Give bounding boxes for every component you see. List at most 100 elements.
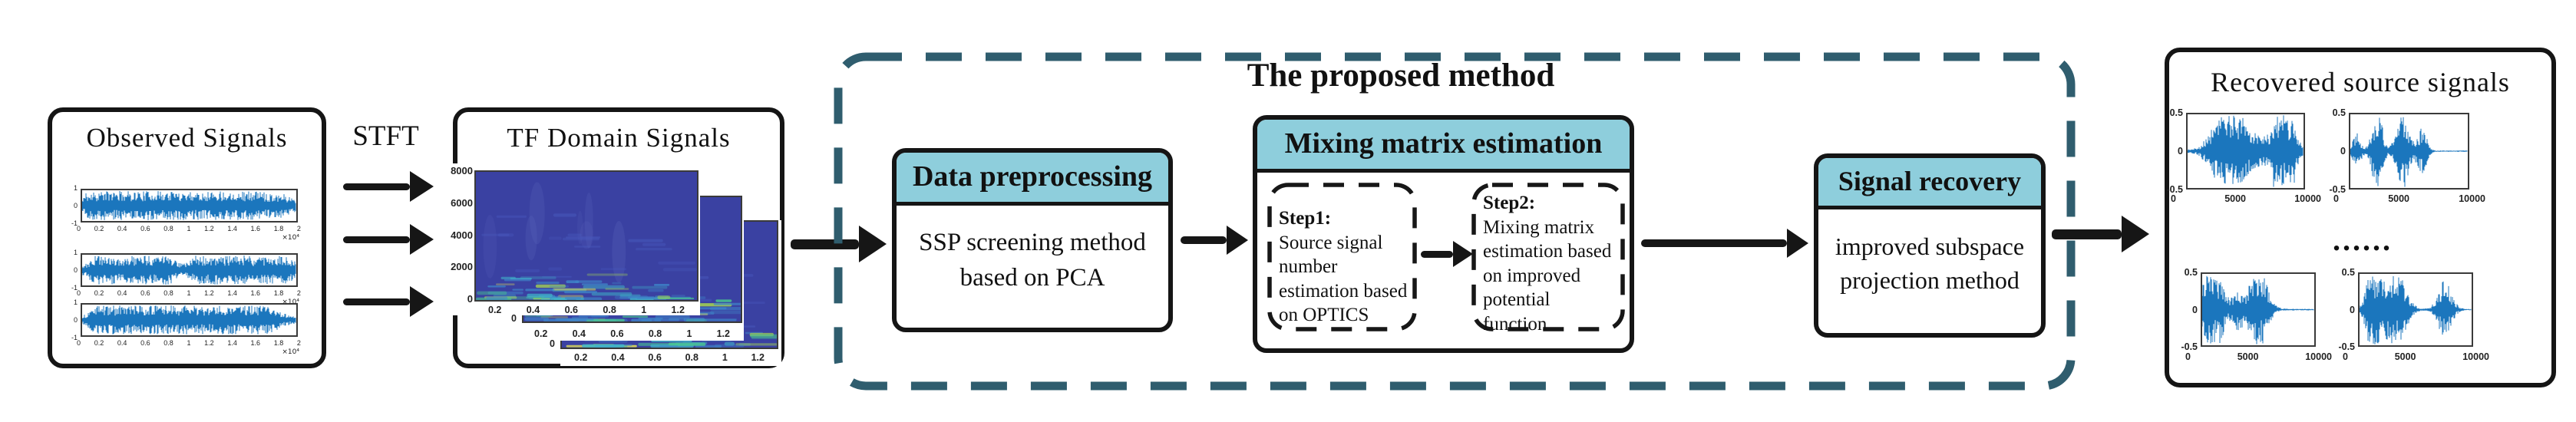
y-axis-ticks: 1 0 -1 — [58, 249, 78, 292]
tick-label: 1 — [187, 339, 191, 347]
tf-domain-title: TF Domain Signals — [507, 123, 731, 153]
step2-text: Mixing matrix estimation based on improv… — [1483, 216, 1612, 335]
arrow-head — [2122, 216, 2149, 252]
tick-label: -0.5 — [2166, 184, 2183, 195]
waveform — [82, 191, 296, 220]
waveform — [82, 305, 296, 335]
tick-label: 0.8 — [603, 305, 616, 315]
proposed-method-title: The proposed method — [1247, 58, 1555, 94]
tick-label: 1.2 — [671, 305, 685, 315]
tick-label: 1.4 — [227, 289, 237, 297]
tick-label: 0 — [2350, 304, 2355, 315]
tick-label: 0 — [73, 266, 78, 274]
tick-label: 5000 — [2237, 351, 2259, 362]
tick-label: 0.8 — [163, 339, 173, 347]
arrow-head — [410, 224, 434, 255]
recovered-waveform-plot-1 — [2186, 113, 2305, 190]
x-axis-scale: ×10⁴ — [282, 298, 299, 306]
observed-waveform-plot-2 — [81, 253, 298, 287]
tick-label: 0.8 — [648, 328, 662, 339]
ellipsis-dots: ...... — [2333, 223, 2393, 257]
waveform — [2350, 117, 2468, 187]
recovered-waveform-plot-4 — [2358, 272, 2473, 347]
observed-waveform-plot-1 — [81, 189, 298, 223]
waveform — [82, 256, 296, 285]
x-axis-scale: ×10⁴ — [282, 234, 299, 242]
tick-label: 4000 — [451, 229, 473, 241]
tick-label: 0.2 — [488, 305, 502, 315]
tick-label: 1 — [73, 184, 78, 192]
spectrogram-image — [476, 172, 697, 300]
step1-label: Step1: — [1279, 208, 1332, 229]
arrow-head — [1787, 229, 1808, 258]
tick-label: -1 — [71, 284, 78, 292]
data-preprocessing-header: Data preprocessing — [897, 153, 1168, 206]
tick-label: -0.5 — [2338, 341, 2355, 352]
tick-label: 0 — [77, 289, 81, 297]
tick-label: 0.5 — [2332, 107, 2346, 118]
tick-label: 10000 — [2305, 351, 2332, 362]
tick-label: 1.8 — [273, 225, 284, 232]
recovered-waveform-plot-2 — [2349, 113, 2469, 190]
tick-label: 5000 — [2388, 193, 2409, 204]
stft-arrow-2 — [343, 219, 434, 259]
tick-label: 0.8 — [163, 225, 173, 232]
tick-label: 0 — [77, 225, 81, 232]
tick-label: 0 — [2171, 193, 2176, 204]
tick-label: 0.4 — [611, 352, 625, 363]
tick-label: 0.4 — [526, 305, 540, 315]
arrow-head — [410, 286, 434, 317]
arrow-shaft — [1181, 236, 1227, 244]
arrow-shaft — [343, 183, 410, 190]
spectrogram-2-origin: 0 — [511, 313, 517, 324]
tick-label: 1.4 — [227, 339, 237, 347]
tick-label: 1.2 — [751, 352, 765, 363]
stft-arrow-3 — [343, 282, 434, 321]
tick-label: 0.2 — [534, 328, 548, 339]
tick-label: 0.6 — [140, 225, 150, 232]
arrow-head — [410, 171, 434, 202]
tick-label: 0.6 — [564, 305, 578, 315]
tick-label: 1 — [73, 249, 78, 256]
tick-label: 1 — [187, 225, 191, 232]
stft-arrow-1 — [343, 166, 434, 206]
signal-recovery-body: improved subspace projection method — [1835, 232, 2025, 295]
tick-label: 0.2 — [574, 352, 588, 363]
tick-label: 10000 — [2462, 351, 2489, 362]
recovery-to-output-arrow — [2052, 214, 2149, 254]
tick-label: -0.5 — [2181, 341, 2198, 352]
proposed-method-dashed-border — [834, 52, 2076, 391]
arrow-shaft — [1421, 250, 1453, 258]
recovered-waveform-plot-3 — [2201, 272, 2316, 347]
arrow-shaft — [343, 236, 410, 243]
tick-label: 5000 — [2224, 193, 2246, 204]
tick-label: 0.8 — [163, 289, 173, 297]
tick-label: 0 — [2343, 351, 2348, 362]
step1-dashed-border — [1267, 183, 1417, 331]
tick-label: 1 — [686, 328, 692, 339]
arrow-head — [1227, 226, 1248, 255]
data-preprocessing-box: Data preprocessing SSP screening method … — [892, 148, 1173, 332]
tick-label: 10000 — [2294, 193, 2321, 204]
mixing-matrix-header: Mixing matrix estimation — [1257, 120, 1630, 173]
tick-label: 1.8 — [273, 289, 284, 297]
tick-label: 0.6 — [648, 352, 662, 363]
arrow-head — [859, 226, 887, 262]
x-axis-ticks: 0 5000 10000 — [2171, 193, 2321, 204]
recovered-signals-title: Recovered source signals — [2211, 67, 2510, 97]
tick-label: 0.2 — [94, 339, 104, 347]
waveform — [2360, 276, 2472, 345]
tick-label: 0.4 — [572, 328, 586, 339]
tick-label: 0.8 — [685, 352, 698, 363]
